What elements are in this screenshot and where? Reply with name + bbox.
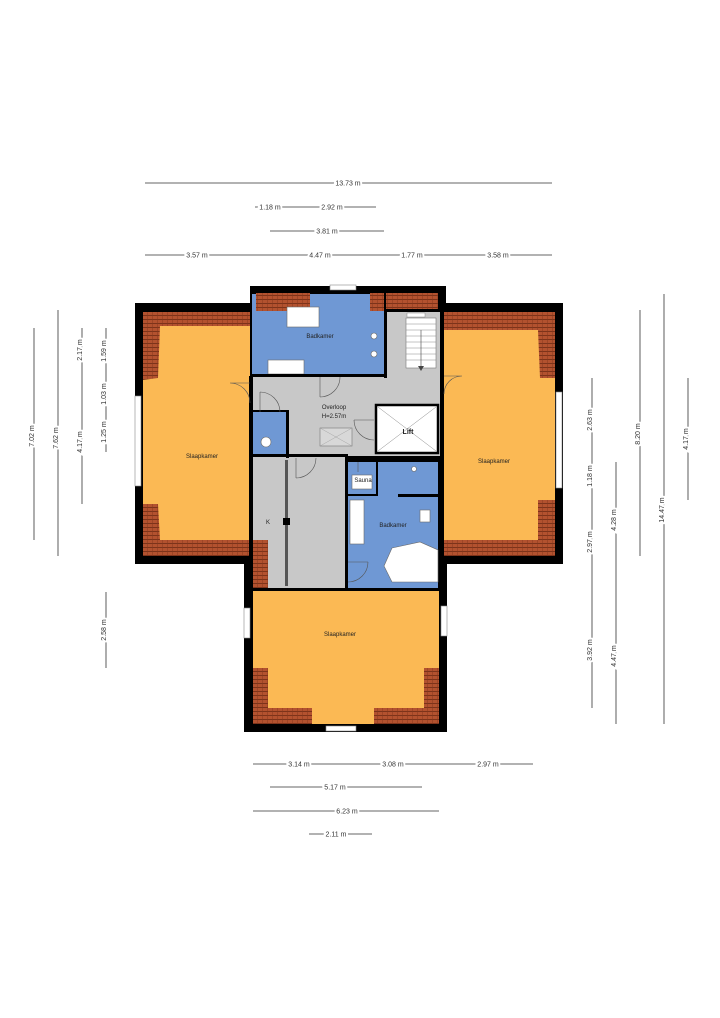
dim-left-h: 2.58 m <box>101 619 108 641</box>
dim-right-b: 1.18 m <box>587 465 594 487</box>
shower-drain <box>411 466 417 472</box>
dim-top-a: 1.18 m <box>259 205 281 212</box>
dim-right-a: 2.63 m <box>587 409 594 431</box>
bath-top <box>267 359 305 375</box>
dimensions-right: 2.63 m 1.18 m 2.97 m 3.92 m 4.28 m 4.47 … <box>585 294 692 724</box>
door-lift-landing <box>353 419 375 441</box>
toilet-room <box>252 412 286 454</box>
roof-right-top <box>444 312 555 378</box>
roof-top-stair <box>386 293 438 309</box>
dim-right-h: 14.47 m <box>659 497 666 522</box>
dim-bottom-e: 6.23 m <box>336 809 358 816</box>
roof-right-bottom <box>444 500 555 556</box>
dim-left-d: 4.17 m <box>77 431 84 453</box>
label-bathroom-mid: Badkamer <box>379 523 406 529</box>
dim-right-c: 2.97 m <box>587 531 594 553</box>
door-toilet <box>259 391 281 413</box>
window-bottom-right <box>440 605 448 637</box>
label-lift: Lift <box>403 429 415 436</box>
door-bathroom-mid <box>347 561 369 583</box>
dim-left-b: 7.62 m <box>53 427 60 449</box>
dim-top-f: 1.77 m <box>401 253 423 260</box>
roof-top-left <box>256 293 310 311</box>
door-right-bedroom <box>443 375 463 395</box>
skylight <box>406 312 426 318</box>
roof-top-right <box>370 293 384 311</box>
building: Badkamer Overloop H=2.57m Lift Slaapkame… <box>134 284 563 732</box>
dim-bottom-a: 3.14 m <box>288 762 310 769</box>
label-closet: K <box>266 520 270 526</box>
roof-bottom-right <box>374 668 439 724</box>
dim-right-i: 4.17 m <box>683 428 690 450</box>
shower-top-2 <box>370 350 378 358</box>
dim-bottom-f: 2.11 m <box>326 832 347 839</box>
dimensions-top: 13.73 m 1.18 m 2.92 m 3.81 m 3.57 m 4.47… <box>145 179 552 262</box>
label-landing-name: Overloop <box>322 405 347 411</box>
window-top <box>329 284 357 291</box>
dim-right-f: 4.47 m <box>611 645 618 667</box>
bedroom-right <box>444 326 555 556</box>
dimensions-left: 7.02 m 7.62 m 2.17 m 4.17 m 1.59 m 1.03 … <box>27 310 110 668</box>
washbasin <box>286 306 320 328</box>
label-bedroom-left: Slaapkamer <box>186 454 218 460</box>
dim-top-b: 2.92 m <box>321 205 343 212</box>
window-right <box>555 391 563 489</box>
dim-bottom-d: 5.17 m <box>324 785 346 792</box>
dim-left-e: 1.59 m <box>101 340 108 362</box>
sauna-bench <box>351 474 373 490</box>
dim-top-c: 3.81 m <box>316 229 338 236</box>
roof-closet-strip <box>252 540 268 588</box>
dim-top-g: 3.58 m <box>487 253 509 260</box>
shower-top-1 <box>370 332 378 340</box>
window-bottom <box>325 725 357 732</box>
label-bedroom-bottom: Slaapkamer <box>324 632 356 638</box>
roof-bottom-left <box>253 668 312 724</box>
toilet-icon <box>260 436 272 448</box>
window-left <box>134 395 142 487</box>
label-sauna: Sauna <box>354 478 372 484</box>
door-closet <box>295 457 317 479</box>
dim-top-d: 3.57 m <box>186 253 208 260</box>
dim-left-a: 7.02 m <box>29 425 36 447</box>
dim-top-e: 4.47 m <box>309 253 331 260</box>
closet-post <box>283 518 290 525</box>
roof-left-top <box>143 312 250 380</box>
door-left-bedroom <box>229 382 251 404</box>
dim-right-e: 4.28 m <box>611 509 618 531</box>
dim-right-d: 3.92 m <box>587 639 594 661</box>
label-landing-height: H=2.57m <box>322 414 347 420</box>
bedroom-bottom <box>253 590 439 724</box>
vanity-mid <box>349 499 365 545</box>
dim-bottom-c: 2.97 m <box>477 762 499 769</box>
stairs <box>405 317 437 371</box>
label-bathroom-top: Badkamer <box>306 334 333 340</box>
dim-left-c: 2.17 m <box>77 339 84 361</box>
roof-left-bottom <box>143 504 250 556</box>
dimensions-bottom: 3.14 m 3.08 m 2.97 m 5.17 m 6.23 m 2.11 … <box>253 760 533 841</box>
door-bathroom-top <box>319 376 341 398</box>
label-bedroom-right: Slaapkamer <box>478 459 510 465</box>
dim-left-g: 1.25 m <box>101 421 108 443</box>
corner-bath <box>383 541 439 583</box>
bedroom-left <box>143 326 250 556</box>
dim-left-f: 1.03 m <box>101 383 108 405</box>
dim-bottom-b: 3.08 m <box>382 762 404 769</box>
dim-right-g: 8.20 m <box>635 423 642 445</box>
toilet-mid <box>419 509 431 523</box>
window-bottom-left <box>243 607 251 639</box>
dim-top-overall: 13.73 m <box>335 181 360 188</box>
